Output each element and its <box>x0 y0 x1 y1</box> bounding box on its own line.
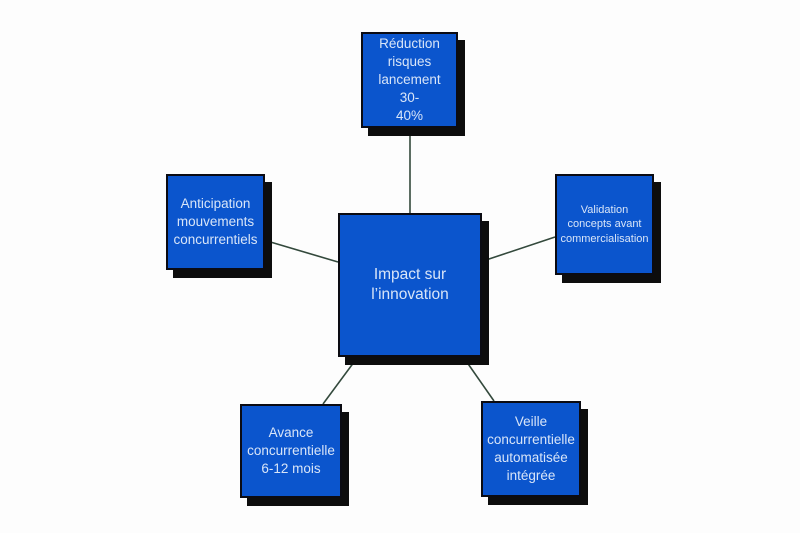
node-validation-concepts: Validation concepts avant commercialisat… <box>555 174 654 275</box>
node-impact-innovation: Impact sur l’innovation <box>338 213 482 357</box>
node-veille-concurrentielle-label: Veille concurrentielle automatisée intég… <box>487 414 575 483</box>
connector-center-bottom-left <box>322 357 358 405</box>
node-reduction-risques: Réduction risques lancement 30- 40% <box>361 32 458 128</box>
node-veille-concurrentielle: Veille concurrentielle automatisée intég… <box>481 401 581 497</box>
node-avance-concurrentielle-label: Avance concurrentielle 6-12 mois <box>247 425 335 476</box>
node-anticipation-mouvements-label: Anticipation mouvements concurrentiels <box>173 196 258 247</box>
node-validation-concepts-label: Validation concepts avant commercialisat… <box>560 203 649 245</box>
connector-center-right <box>482 236 556 262</box>
node-impact-innovation-label: Impact sur l’innovation <box>371 265 449 303</box>
node-avance-concurrentielle: Avance concurrentielle 6-12 mois <box>240 404 342 498</box>
node-anticipation-mouvements: Anticipation mouvements concurrentiels <box>166 174 265 270</box>
connector-center-bottom-right <box>463 357 495 402</box>
node-reduction-risques-label: Réduction risques lancement 30- 40% <box>378 36 441 123</box>
connector-center-left <box>266 240 339 263</box>
